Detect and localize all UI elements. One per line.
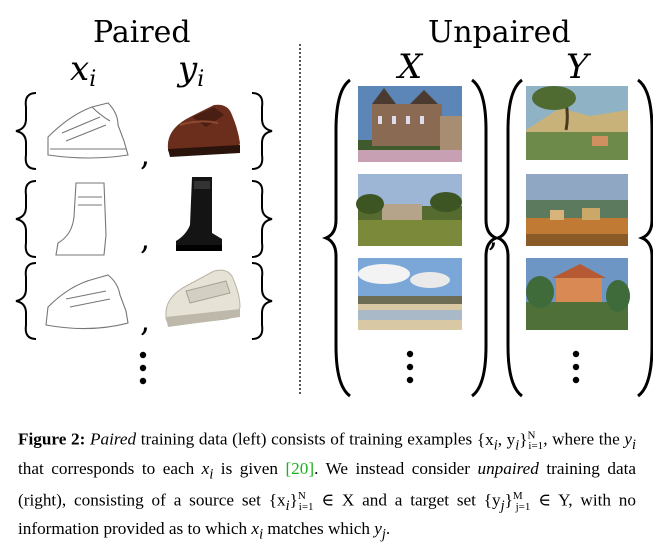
river-city-photo [358, 258, 462, 330]
paired-y-label: yi [178, 49, 205, 92]
countryside-house-photo [356, 174, 462, 246]
comma-row3: , [140, 301, 150, 339]
brown-oxford-shoe [167, 104, 240, 157]
castle-photo [358, 86, 462, 162]
shoe-sketch-1 [47, 102, 129, 159]
unpaired-y-vdots [572, 350, 580, 384]
citation-link[interactable]: [20] [285, 458, 315, 478]
brace-right-row1 [251, 92, 273, 170]
divider-line [299, 44, 301, 394]
paren-right-y [637, 78, 653, 398]
unpaired-x-vdots [406, 350, 414, 384]
cezanne-house-painting [526, 258, 630, 330]
brace-right-row3 [251, 262, 273, 340]
cezanne-village-painting [526, 174, 628, 246]
paren-left-y [493, 78, 523, 398]
paren-left-x [321, 78, 351, 398]
cezanne-landscape-painting [526, 86, 628, 160]
paired-examples: , , , [15, 92, 273, 385]
comma-row2: , [140, 219, 150, 257]
unpaired-title: Unpaired [428, 15, 571, 50]
black-boot [176, 177, 222, 251]
unpaired-x-label: X [398, 47, 423, 87]
figure-caption: Figure 2: Paired training data (left) co… [18, 429, 637, 543]
comma-unpaired: , [488, 216, 498, 254]
brace-left-row2 [15, 180, 37, 258]
brace-left-row3 [15, 262, 37, 340]
paired-vdots [139, 351, 147, 385]
paired-title: Paired [93, 15, 191, 50]
unpaired-sets: , [321, 78, 653, 398]
shoe-sketch-2 [45, 274, 129, 330]
brace-right-row2 [251, 180, 273, 258]
paired-x-label: xi [70, 49, 97, 92]
comma-row1: , [140, 135, 150, 173]
brace-left-row1 [15, 92, 37, 170]
white-strap-shoe [165, 269, 241, 327]
figure-label: Figure 2: [18, 429, 86, 449]
unpaired-y-label: Y [566, 47, 589, 87]
boot-sketch [55, 182, 107, 256]
